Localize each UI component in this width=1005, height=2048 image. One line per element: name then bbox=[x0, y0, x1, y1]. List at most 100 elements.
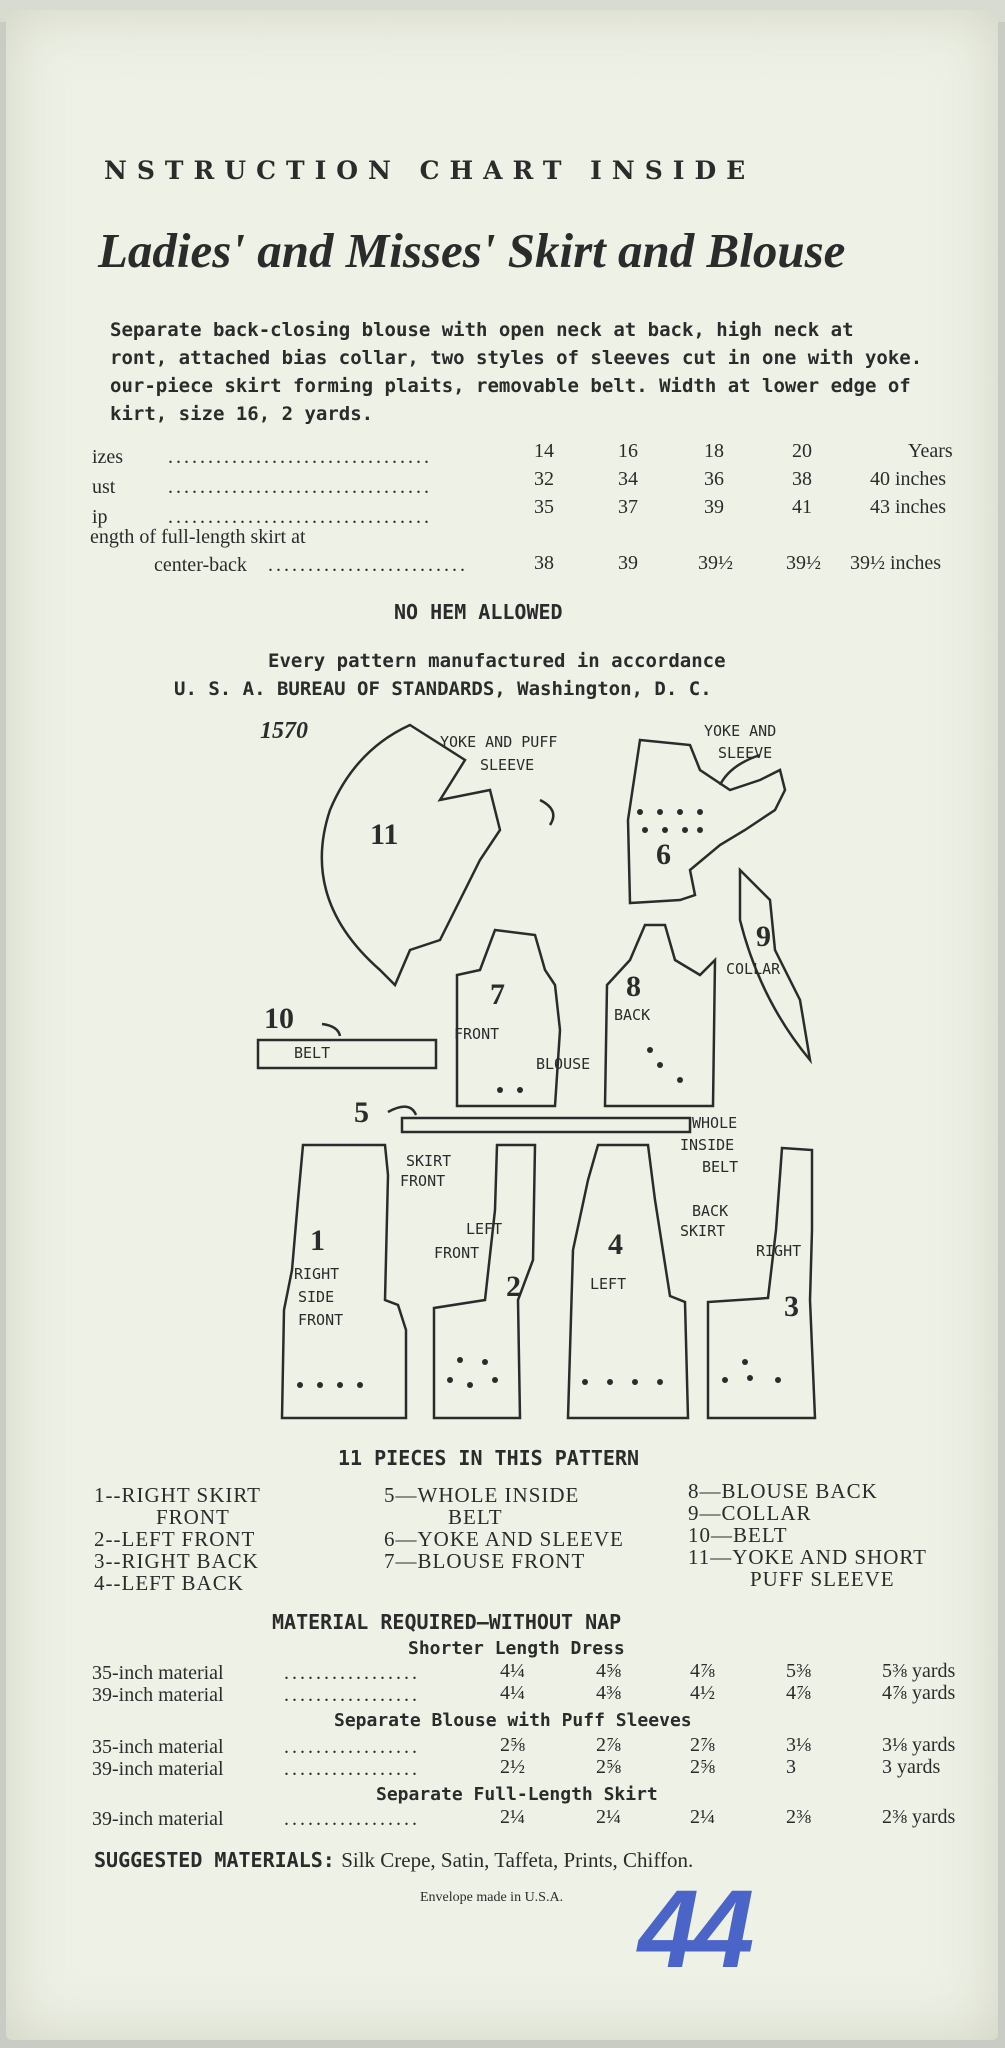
label-yoke-sleeve: SLEEVE bbox=[718, 744, 773, 762]
material-cell: 4⅞ bbox=[690, 1660, 715, 1682]
materials-section-heading: Separate Blouse with Puff Sleeves bbox=[334, 1710, 692, 1731]
material-cell: 2⅝ bbox=[596, 1756, 621, 1778]
piece-3 bbox=[706, 1146, 817, 1420]
piece-number: 3 bbox=[784, 1290, 799, 1323]
material-cell: 2⅜ yards bbox=[882, 1806, 956, 1828]
size-cell: 18 bbox=[704, 440, 724, 462]
arrow bbox=[321, 1022, 342, 1037]
label-skirt-front: FRONT bbox=[400, 1172, 446, 1190]
bust-cell: 36 bbox=[704, 468, 724, 490]
label-skirt: SKIRT bbox=[406, 1152, 452, 1170]
piece-number: 11 bbox=[370, 818, 399, 851]
dot-leader: ................. bbox=[284, 1808, 420, 1830]
material-row-label: 39-inch material bbox=[92, 1808, 224, 1830]
material-cell: 5⅜ bbox=[786, 1660, 811, 1682]
piece-item: 10—BELT bbox=[688, 1523, 788, 1547]
length-cell: 39 bbox=[618, 552, 638, 574]
piece-item: PUFF SLEEVE bbox=[750, 1567, 895, 1591]
instruction-heading: NSTRUCTION CHART INSIDE bbox=[104, 156, 756, 185]
dot-leader: ................................. bbox=[168, 446, 432, 468]
materials-section-heading: Separate Full-Length Skirt bbox=[376, 1784, 658, 1805]
material-cell: 2¼ bbox=[500, 1806, 525, 1828]
material-cell: 5⅜ yards bbox=[882, 1660, 956, 1682]
material-cell: 4⅝ bbox=[596, 1660, 621, 1682]
hip-cell: 39 bbox=[704, 496, 724, 518]
size-cell: 20 bbox=[792, 440, 812, 462]
material-row-label: 39-inch material bbox=[92, 1684, 224, 1706]
length-label: ength of full-length skirt at bbox=[90, 526, 306, 548]
dot-leader: ................. bbox=[284, 1758, 420, 1780]
piece-number: 2 bbox=[506, 1270, 521, 1303]
piece-number: 7 bbox=[490, 978, 505, 1011]
bust-cell: 38 bbox=[792, 468, 812, 490]
hip-cell: 41 bbox=[792, 496, 812, 518]
standards-line-1: Every pattern manufactured in accordance bbox=[268, 650, 726, 672]
pieces-col-3: 8—BLOUSE BACK 9—COLLAR 10—BELT 11—YOKE A… bbox=[688, 1480, 927, 1590]
material-cell: 4⅜ bbox=[596, 1682, 621, 1704]
label-back: BACK bbox=[614, 1006, 651, 1024]
no-hem-note: NO HEM ALLOWED bbox=[394, 600, 563, 624]
label-yoke-and: YOKE AND bbox=[704, 722, 777, 740]
material-cell: 4⅞ yards bbox=[882, 1682, 956, 1704]
size-unit: Years bbox=[908, 440, 953, 462]
label-right-back: RIGHT bbox=[756, 1242, 802, 1260]
hip-cell: 37 bbox=[618, 496, 638, 518]
piece-item: 8—BLOUSE BACK bbox=[688, 1479, 878, 1503]
suggested-label: SUGGESTED MATERIALS: bbox=[94, 1848, 335, 1872]
piece-number: 5 bbox=[354, 1096, 369, 1129]
piece-item: BELT bbox=[448, 1505, 503, 1529]
standards-line-2: U. S. A. BUREAU OF STANDARDS, Washington… bbox=[174, 678, 712, 700]
material-cell: 4¼ bbox=[500, 1660, 525, 1682]
label-belt: BELT bbox=[294, 1044, 331, 1062]
arrow bbox=[539, 798, 555, 826]
materials-section-heading: Shorter Length Dress bbox=[408, 1638, 625, 1659]
piece-number: 4 bbox=[608, 1228, 623, 1261]
material-cell: 2⅝ bbox=[500, 1734, 525, 1756]
material-cell: 4¼ bbox=[500, 1682, 525, 1704]
material-cell: 2⅞ bbox=[596, 1734, 621, 1756]
piece-5 bbox=[400, 1116, 692, 1134]
piece-2 bbox=[432, 1143, 537, 1420]
piece-7 bbox=[455, 928, 562, 1108]
piece-item: 11—YOKE AND SHORT bbox=[688, 1545, 927, 1569]
piece-number: 1 bbox=[310, 1224, 325, 1257]
label-whole: WHOLE bbox=[692, 1114, 738, 1132]
piece-item: 5—WHOLE INSIDE bbox=[384, 1483, 580, 1507]
material-cell: 3 yards bbox=[882, 1756, 941, 1778]
label-left-front-1: LEFT bbox=[466, 1220, 503, 1238]
material-cell: 4½ bbox=[690, 1682, 715, 1704]
label-yoke-puff: YOKE AND PUFF bbox=[440, 733, 558, 751]
bust-cell: 34 bbox=[618, 468, 638, 490]
piece-8 bbox=[603, 923, 717, 1108]
pattern-title: Ladies' and Misses' Skirt and Blouse bbox=[98, 223, 846, 278]
bust-unit: 40 inches bbox=[870, 468, 947, 490]
bust-cell: 32 bbox=[534, 468, 554, 490]
description-line: ront, attached bias collar, two styles o… bbox=[110, 347, 923, 369]
length-cell: 39½ bbox=[698, 552, 733, 574]
pieces-title: 11 PIECES IN THIS PATTERN bbox=[338, 1446, 640, 1470]
piece-4 bbox=[566, 1143, 690, 1420]
dot-leader: ................................. bbox=[168, 476, 432, 498]
hip-unit: 43 inches bbox=[870, 496, 947, 518]
piece-9 bbox=[738, 866, 812, 1065]
hip-cell: 35 bbox=[534, 496, 554, 518]
dot-leader: ................................. bbox=[168, 506, 432, 528]
label-collar: COLLAR bbox=[726, 960, 781, 978]
piece-item: FRONT bbox=[156, 1505, 230, 1529]
bust-label: ust bbox=[92, 476, 116, 498]
piece-item: 2--LEFT FRONT bbox=[94, 1527, 256, 1551]
arrow bbox=[387, 1105, 418, 1116]
pieces-col-2: 5—WHOLE INSIDE BELT 6—YOKE AND SLEEVE 7—… bbox=[384, 1484, 624, 1572]
size-cell: 14 bbox=[534, 440, 554, 462]
pattern-envelope bbox=[6, 10, 998, 2040]
pattern-diagram-shapes bbox=[256, 723, 817, 1420]
materials-title: MATERIAL REQUIRED—WITHOUT NAP bbox=[272, 1610, 622, 1634]
piece-item: 4--LEFT BACK bbox=[94, 1571, 244, 1595]
piece-1 bbox=[280, 1143, 408, 1420]
length-label-2: center-back bbox=[154, 554, 247, 576]
pattern-number: 1570 bbox=[260, 718, 308, 744]
description-line: our-piece skirt forming plaits, removabl… bbox=[110, 375, 911, 397]
piece-item: 1--RIGHT SKIRT bbox=[94, 1483, 261, 1507]
suggested-materials: SUGGESTED MATERIALS: Silk Crepe, Satin, … bbox=[94, 1848, 693, 1873]
piece-number: 10 bbox=[264, 1002, 294, 1035]
